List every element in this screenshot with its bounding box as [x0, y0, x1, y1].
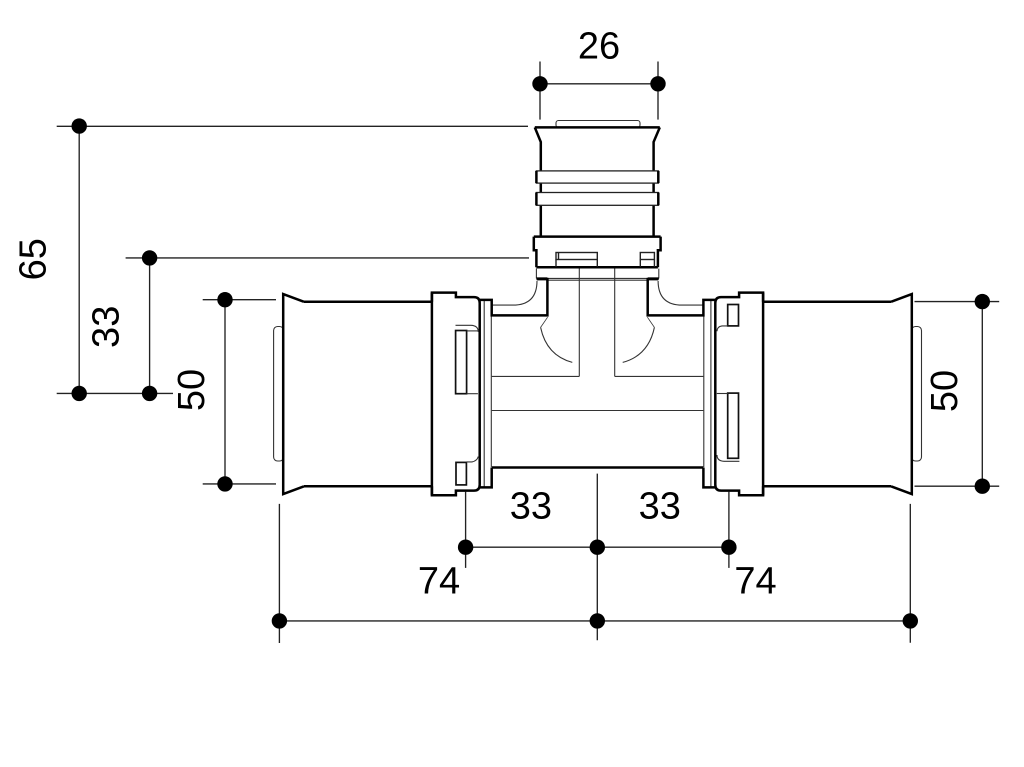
svg-text:33: 33 [510, 485, 552, 527]
svg-text:50: 50 [924, 370, 966, 412]
svg-text:65: 65 [12, 238, 54, 280]
svg-text:74: 74 [734, 560, 776, 602]
svg-text:74: 74 [418, 560, 460, 602]
svg-text:33: 33 [639, 485, 681, 527]
svg-text:50: 50 [171, 369, 213, 411]
svg-text:26: 26 [578, 26, 620, 68]
svg-text:33: 33 [85, 306, 127, 348]
